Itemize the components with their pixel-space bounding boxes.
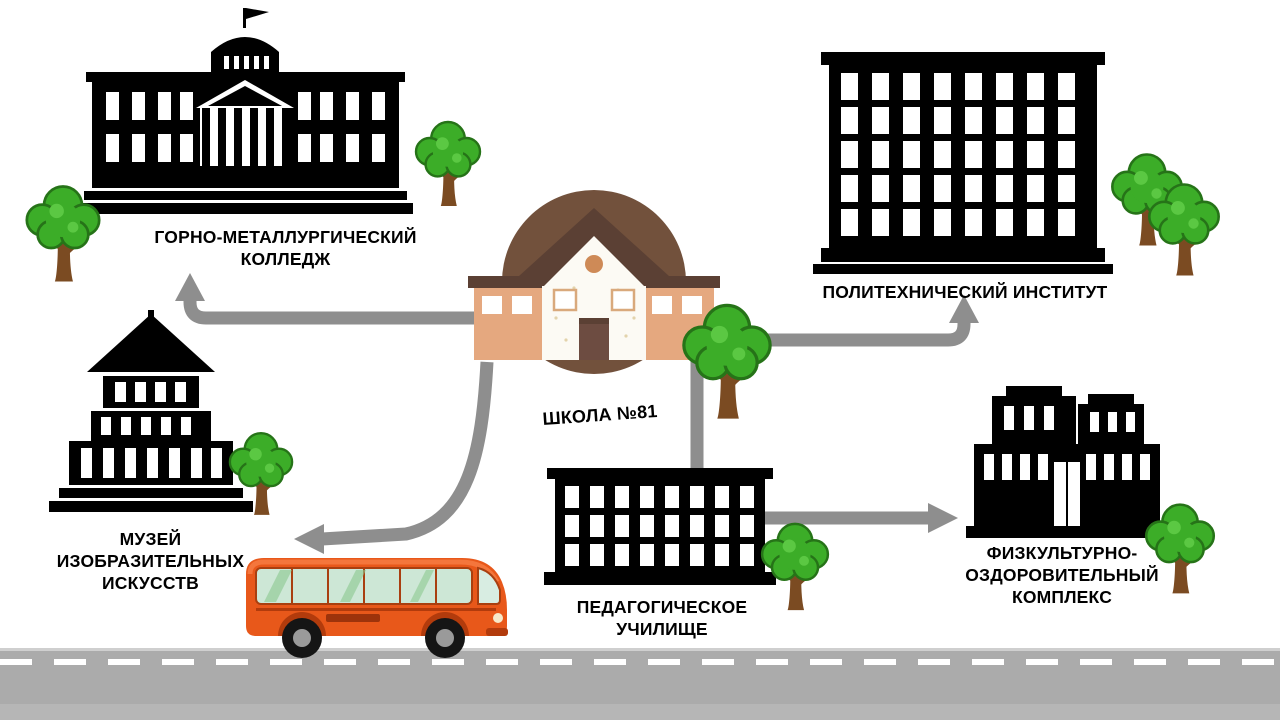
college-building-icon xyxy=(78,8,413,214)
arrow-to-museum xyxy=(321,361,494,546)
college-windows xyxy=(106,92,385,162)
label-line: ГОРНО-МЕТАЛЛУРГИЧЕСКИЙ xyxy=(154,227,417,247)
pedagogical-windows xyxy=(565,486,754,566)
school-building-icon xyxy=(468,190,720,374)
road xyxy=(0,648,1280,720)
museum-building-icon xyxy=(49,310,253,512)
headlight xyxy=(493,613,503,623)
label-line: МУЗЕЙ xyxy=(119,529,182,549)
label-line: ИСКУССТВ xyxy=(102,573,199,593)
tree-icon xyxy=(1148,183,1220,277)
arrow-to-polytechnic xyxy=(660,317,971,347)
bus-lettering xyxy=(326,614,380,622)
label-line: ПОЛИТЕХНИЧЕСКИЙ ИНСТИТУТ xyxy=(822,282,1108,302)
label-line: УЧИЛИЩЕ xyxy=(616,619,708,639)
institute-windows xyxy=(841,73,1075,236)
label-line: ИЗОБРАЗИТЕЛЬНЫХ xyxy=(56,551,245,571)
arrow-to-college xyxy=(183,295,530,325)
arrowhead-museum xyxy=(294,524,324,554)
sports-complex-building-icon xyxy=(966,386,1168,538)
road-marking-line xyxy=(0,659,1280,665)
label-line: ОЗДОРОВИТЕЛЬНЫЙ xyxy=(965,565,1159,585)
school-bus-icon xyxy=(246,558,508,658)
tree-icon xyxy=(228,431,294,516)
tree-icon xyxy=(682,303,772,421)
wing-windows xyxy=(482,296,702,314)
tree-icon xyxy=(760,522,830,612)
college-label: ГОРНО-МЕТАЛЛУРГИЧЕСКИЙ КОЛЛЕДЖ xyxy=(118,226,453,270)
road-lower-edge xyxy=(0,704,1280,720)
tree-icon xyxy=(414,120,482,208)
gable-window xyxy=(585,255,603,273)
label-line: КОЛЛЕДЖ xyxy=(240,249,331,269)
flag-icon xyxy=(246,8,269,19)
arrowhead-fitness xyxy=(928,503,958,533)
label-line: ФИЗКУЛЬТУРНО- xyxy=(986,543,1138,563)
museum-windows xyxy=(81,382,222,478)
sports-complex-windows xyxy=(984,406,1150,526)
label-line: КОМПЛЕКС xyxy=(1011,587,1113,607)
arrowhead-polytechnic xyxy=(949,295,979,323)
fitness-label: ФИЗКУЛЬТУРНО- ОЗДОРОВИТЕЛЬНЫЙ КОМПЛЕКС xyxy=(942,542,1182,608)
pedagogical-label: ПЕДАГОГИЧЕСКОЕ УЧИЛИЩЕ xyxy=(562,596,762,640)
tree-icon xyxy=(25,185,101,283)
dome-windows xyxy=(224,56,269,69)
columns xyxy=(202,108,290,166)
windshield xyxy=(477,566,501,605)
polytechnic-label: ПОЛИТЕХНИЧЕСКИЙ ИНСТИТУТ xyxy=(790,281,1140,303)
school-door xyxy=(579,318,609,360)
arrowhead-college xyxy=(175,273,205,301)
museum-label: МУЗЕЙ ИЗОБРАЗИТЕЛЬНЫХ ИСКУССТВ xyxy=(28,528,273,594)
label-line: ПЕДАГОГИЧЕСКОЕ xyxy=(576,597,748,617)
pedagogical-building-icon xyxy=(544,468,776,585)
colonnade xyxy=(200,108,290,166)
institute-building-icon xyxy=(813,52,1113,274)
flag-pole xyxy=(243,8,246,28)
